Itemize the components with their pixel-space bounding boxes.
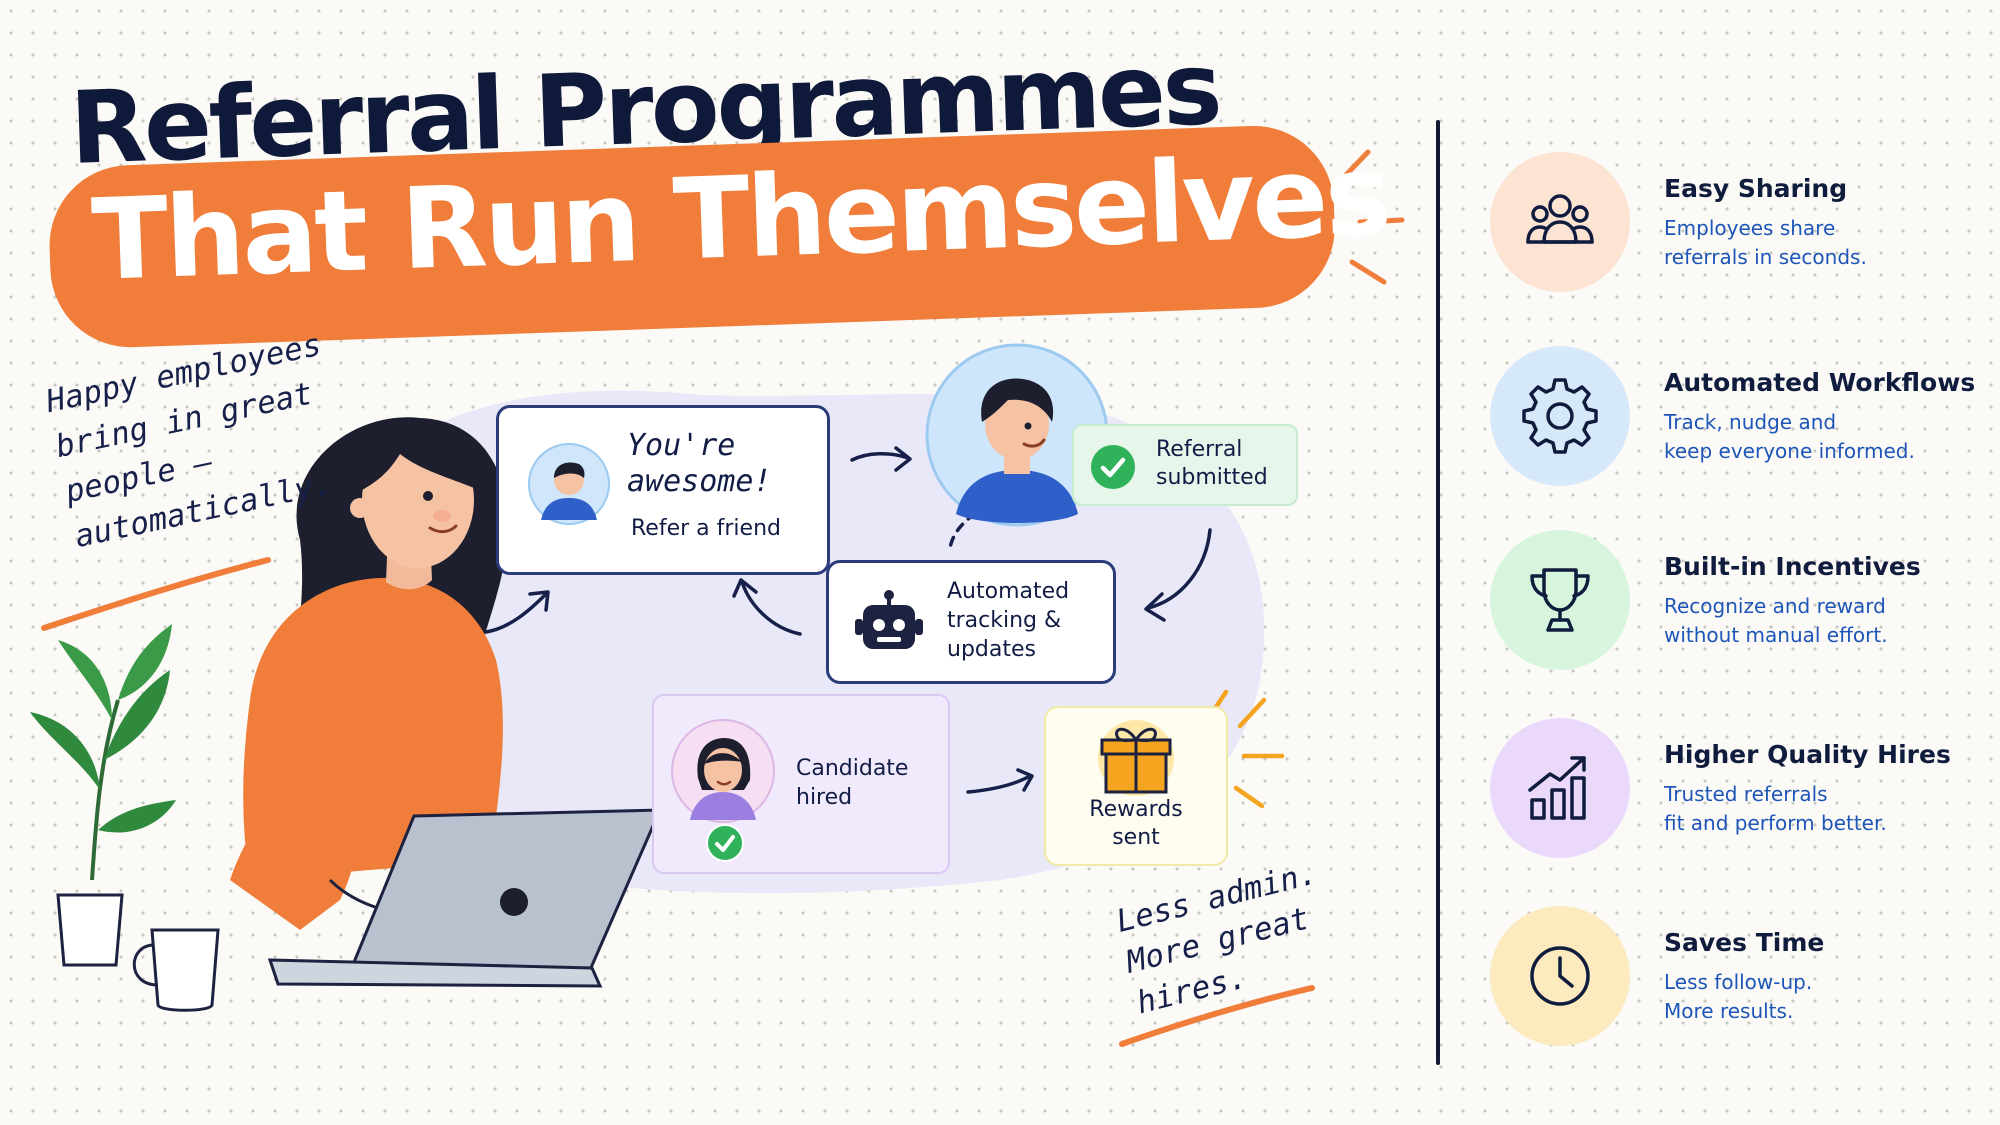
feature-desc-line: Employees share: [1664, 216, 1836, 240]
rewards-sent-label: Rewards sent: [1046, 796, 1226, 852]
panel-divider: [1436, 120, 1440, 1065]
candidate-hired-card: Candidate hired: [652, 694, 950, 874]
title-burst-lines: [1340, 149, 1405, 285]
feature-icon-circle: [1490, 152, 1630, 292]
feature-description: Employees share referrals in seconds.: [1664, 214, 1867, 272]
candidate-avatar: [671, 719, 775, 823]
feature-desc-line: Trusted referrals: [1664, 782, 1828, 806]
automation-line: tracking &: [947, 608, 1062, 633]
feature-description: Recognize and reward without manual effo…: [1664, 592, 1888, 650]
feature-title: Built-in Incentives: [1664, 552, 1921, 581]
feature-desc-line: Recognize and reward: [1664, 594, 1886, 618]
feature-description: Trusted referrals fit and perform better…: [1664, 780, 1887, 838]
feature-title: Saves Time: [1664, 928, 1825, 957]
awesome-title: You're awesome!: [627, 428, 772, 500]
gear-icon: [1522, 378, 1598, 454]
automation-line: Automated: [947, 579, 1070, 604]
trophy-icon: [1530, 568, 1590, 632]
people-icon: [1526, 194, 1594, 244]
feature-icon-circle: [1490, 906, 1630, 1046]
feature-saves-time: Saves Time Less follow-up. More results.: [1490, 906, 1980, 1056]
feature-title: Automated Workflows: [1664, 368, 1976, 397]
referrer-avatar: [925, 343, 1109, 527]
automation-card: Automated tracking & updates: [826, 560, 1116, 684]
referral-submitted-badge: Referral submitted: [1072, 424, 1298, 506]
referral-submitted-line: Referral: [1156, 437, 1243, 462]
clock-icon: [1530, 946, 1590, 1006]
feature-higher-quality-hires: Higher Quality Hires Trusted referrals f…: [1490, 718, 1980, 868]
feature-title: Higher Quality Hires: [1664, 740, 1951, 769]
automation-label: Automated tracking & updates: [947, 577, 1069, 664]
referral-submitted-label: Referral submitted: [1156, 436, 1268, 492]
feature-desc-line: fit and perform better.: [1664, 811, 1887, 835]
feature-icon-circle: [1490, 718, 1630, 858]
feature-built-in-incentives: Built-in Incentives Recognize and reward…: [1490, 530, 1980, 680]
feature-icon-circle: [1490, 346, 1630, 486]
robot-icon: [855, 590, 923, 649]
automation-line: updates: [947, 637, 1036, 662]
feature-title: Easy Sharing: [1664, 174, 1848, 203]
note-bottom-underline: [1119, 985, 1315, 1047]
rewards-sent-line: Rewards: [1089, 797, 1183, 822]
referral-submitted-line: submitted: [1156, 465, 1268, 490]
feature-description: Track, nudge and keep everyone informed.: [1664, 408, 1915, 466]
rewards-sent-line: sent: [1112, 825, 1160, 850]
feature-desc-line: More results.: [1664, 999, 1794, 1023]
candidate-hired-label: Candidate hired: [796, 754, 908, 812]
employee-avatar: [528, 443, 610, 525]
rewards-sent-card: Rewards sent: [1044, 706, 1228, 866]
candidate-hired-line: hired: [796, 785, 853, 810]
mug-illustration: [132, 928, 220, 1012]
refer-a-friend-card: You're awesome! Refer a friend: [496, 405, 830, 575]
flow-arrows: [484, 446, 1212, 794]
feature-icon-circle: [1490, 530, 1630, 670]
laptop-illustration: [267, 808, 663, 988]
hired-check-icon: [706, 824, 744, 862]
gift-icon: [1098, 720, 1174, 796]
check-icon: [1091, 445, 1135, 489]
candidate-hired-line: Candidate: [796, 756, 909, 781]
plant-illustration: [30, 624, 176, 967]
feature-desc-line: Less follow-up.: [1664, 970, 1813, 994]
feature-easy-sharing: Easy Sharing Employees share referrals i…: [1490, 152, 1980, 302]
awesome-title-line: awesome!: [627, 464, 772, 499]
feature-desc-line: without manual effort.: [1664, 623, 1888, 647]
awesome-title-line: You're: [627, 428, 736, 463]
feature-description: Less follow-up. More results.: [1664, 968, 1812, 1026]
feature-desc-line: keep everyone informed.: [1664, 439, 1915, 463]
growth-chart-icon: [1528, 756, 1586, 820]
note-left-underline: [41, 557, 271, 631]
feature-desc-line: referrals in seconds.: [1664, 245, 1867, 269]
refer-a-friend-label: Refer a friend: [631, 516, 781, 541]
feature-desc-line: Track, nudge and: [1664, 410, 1837, 434]
feature-automated-workflows: Automated Workflows Track, nudge and kee…: [1490, 346, 1980, 496]
woman-illustration: [230, 417, 509, 932]
